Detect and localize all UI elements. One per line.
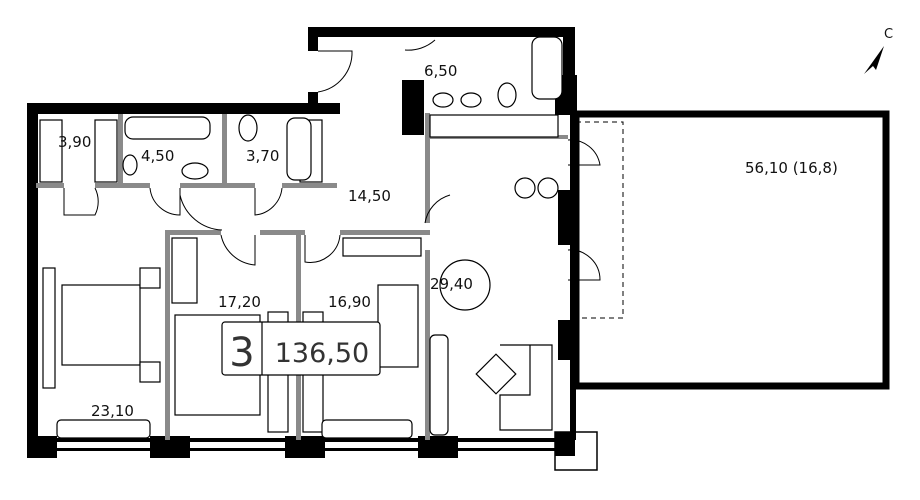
apartment-badge: 3 136,50 [221,321,381,376]
north-arrow-icon [864,46,884,74]
area-bedroom-3: 16,90 [328,293,371,311]
area-hall: 14,50 [348,187,391,205]
area-bathroom-2: 3,70 [246,147,279,165]
area-terrace: 56,10 (16,8) [745,159,838,177]
area-living-kitchen: 29,40 [430,275,473,293]
rooms-count: 3 [229,330,254,376]
area-laundry: 6,50 [424,62,457,80]
doors [63,39,601,281]
compass-north-label: С [884,27,893,42]
furniture [39,36,563,439]
area-bathroom-1: 4,50 [141,147,174,165]
room-labels: 3,90 4,50 3,70 14,50 6,50 56,10 (16,8) 2… [58,62,838,420]
total-area: 136,50 [275,338,369,369]
area-wardrobe: 3,90 [58,133,91,151]
area-master-bedroom: 23,10 [91,402,134,420]
compass: С [864,27,893,74]
terrace-outline [572,110,890,390]
area-bedroom-2: 17,20 [218,293,261,311]
